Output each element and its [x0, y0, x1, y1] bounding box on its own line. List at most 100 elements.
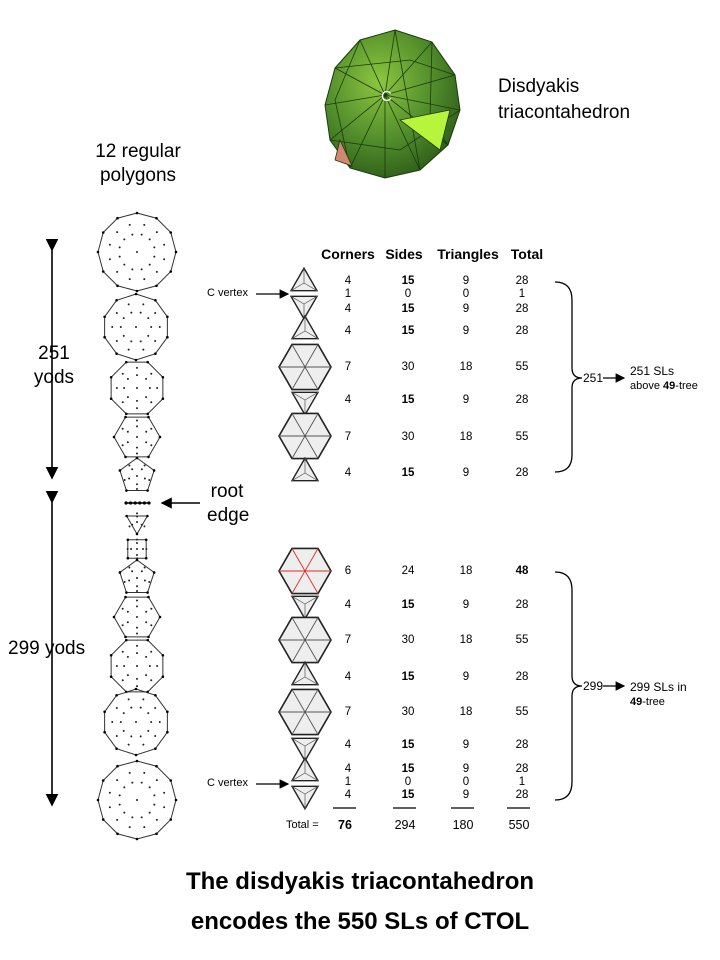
polygon-square	[126, 538, 148, 560]
top-row-1-col-2: 0	[462, 288, 470, 300]
caption-line1: The disdyakis triacontahedron	[185, 868, 535, 895]
bottom-row-1-col-3: 28	[515, 599, 529, 611]
top-row-6-col-0: 7	[344, 431, 352, 443]
c-vertex-label-top: C vertex	[207, 287, 248, 299]
total-triangles: 180	[452, 818, 474, 832]
bottom-row-8-col-3: 28	[515, 789, 529, 801]
polygon-octagon-bottom	[109, 638, 165, 694]
top-row-5-col-3: 28	[515, 394, 529, 406]
bottom-row-0-col-0: 6	[344, 565, 352, 577]
bottom-row-4-col-3: 55	[515, 706, 529, 718]
top-row-2-col-2: 9	[462, 303, 470, 315]
bottom-row-7-col-3: 1	[518, 776, 526, 788]
top-row-3-col-0: 4	[344, 325, 352, 337]
top-row-2-col-3: 28	[515, 303, 529, 315]
bracket-bottom-bold: 49	[630, 696, 643, 708]
bracket-top-pre: above	[630, 380, 664, 392]
top-row-3-col-3: 28	[515, 325, 529, 337]
bracket-top-line2: above 49-tree	[630, 379, 698, 394]
bottom-row-0-col-2: 18	[459, 565, 473, 577]
root-edge-line2: edge	[207, 505, 250, 526]
top-row-6-col-1: 30	[401, 431, 415, 443]
triangle-hexagon-column	[278, 266, 332, 811]
regular-polygon-column	[96, 211, 178, 841]
polygon-triangle	[125, 512, 149, 536]
caption-line2: encodes the 550 SLs of CTOL	[190, 908, 530, 935]
triangle-up-4	[290, 660, 320, 686]
total-corners: 76	[338, 818, 352, 832]
top-row-6-col-2: 18	[459, 431, 473, 443]
bottom-row-5-col-2: 9	[462, 739, 470, 751]
bracket-bottom-post: -tree	[642, 696, 665, 708]
header-sides: Sides	[385, 246, 423, 262]
triangle-down-1	[289, 295, 319, 321]
solid-label-line1: Disdyakis	[498, 76, 580, 97]
polygons-label: 12 regular polygons	[88, 140, 188, 188]
top-row-3-col-2: 9	[462, 325, 470, 337]
bottom-row-8-col-2: 9	[462, 789, 470, 801]
solid-label: Disdyakis triacontahedron	[498, 74, 630, 126]
total-total: 550	[508, 818, 530, 832]
top-row-7-col-2: 9	[462, 467, 470, 479]
root-edge-dots	[124, 501, 151, 505]
top-row-0-col-1: 15	[401, 275, 415, 287]
polygon-dodecagon-top	[96, 211, 178, 293]
root-edge-label: root edge	[207, 480, 250, 528]
bottom-row-6-col-1: 15	[401, 763, 415, 775]
bottom-row-4-col-0: 7	[344, 706, 352, 718]
hexagon-3	[278, 616, 332, 664]
bracket-bottom-number: 299	[583, 679, 604, 693]
bottom-row-5-col-1: 15	[401, 739, 415, 751]
header-corners: Corners	[321, 246, 375, 262]
triangle-down-3	[290, 595, 320, 621]
bottom-row-3-col-1: 15	[401, 671, 415, 683]
bracket-bottom-line1: 299 SLs in	[630, 680, 687, 694]
polygon-decagon-top	[103, 292, 169, 362]
bottom-row-6-col-2: 9	[462, 763, 470, 775]
polygon-hexagon-top	[112, 415, 162, 459]
bracket-top-bold: 49	[663, 380, 676, 392]
top-row-7-col-0: 4	[344, 467, 352, 479]
top-row-5-col-1: 15	[401, 394, 415, 406]
hexagon-red	[278, 547, 332, 595]
top-row-1-col-3: 1	[518, 288, 526, 300]
top-row-0-col-3: 28	[515, 275, 529, 287]
bottom-row-7-col-0: 1	[344, 776, 352, 788]
bottom-row-6-col-3: 28	[515, 763, 529, 775]
bottom-row-2-col-1: 30	[401, 634, 415, 646]
bracket-bottom	[554, 571, 583, 801]
bottom-row-7-col-1: 0	[404, 776, 412, 788]
c-vertex-label-bottom: C vertex	[207, 777, 248, 789]
triangle-down-5	[290, 785, 320, 811]
solid-label-line2: triacontahedron	[498, 102, 631, 123]
bottom-row-0-col-3: 48	[515, 565, 529, 577]
bracket-top-line1: 251 SLs	[630, 364, 675, 378]
bracket-top-number: 251	[583, 371, 604, 385]
polygon-dodecagon-bottom	[96, 759, 178, 841]
bottom-row-3-col-0: 4	[344, 671, 352, 683]
triangle-up-2	[290, 314, 320, 340]
top-row-5-col-0: 4	[344, 394, 352, 406]
polygon-octagon-top	[109, 360, 165, 416]
root-edge-line1: root	[210, 481, 244, 502]
top-row-1-col-0: 1	[344, 288, 352, 300]
bottom-row-0-col-1: 24	[401, 565, 415, 577]
bottom-row-8-col-1: 15	[401, 789, 415, 801]
top-row-3-col-1: 15	[401, 325, 415, 337]
polygon-decagon-bottom	[103, 687, 169, 757]
top-row-1-col-1: 0	[404, 288, 412, 300]
bottom-row-1-col-1: 15	[401, 599, 415, 611]
bracket-bottom-line2: 49-tree	[630, 695, 687, 710]
top-row-6-col-3: 55	[515, 431, 529, 443]
disdyakis-triacontahedron-image	[324, 29, 461, 179]
bottom-row-7-col-2: 0	[462, 776, 470, 788]
header-total: Total	[510, 246, 544, 262]
bottom-row-3-col-3: 28	[515, 671, 529, 683]
bracket-top-text: 251 SLs above 49-tree	[630, 364, 698, 394]
top-row-4-col-1: 30	[401, 361, 415, 373]
bottom-row-2-col-2: 18	[459, 634, 473, 646]
bottom-row-1-col-2: 9	[462, 599, 470, 611]
bottom-row-2-col-3: 55	[515, 634, 529, 646]
bottom-row-1-col-0: 4	[344, 599, 352, 611]
